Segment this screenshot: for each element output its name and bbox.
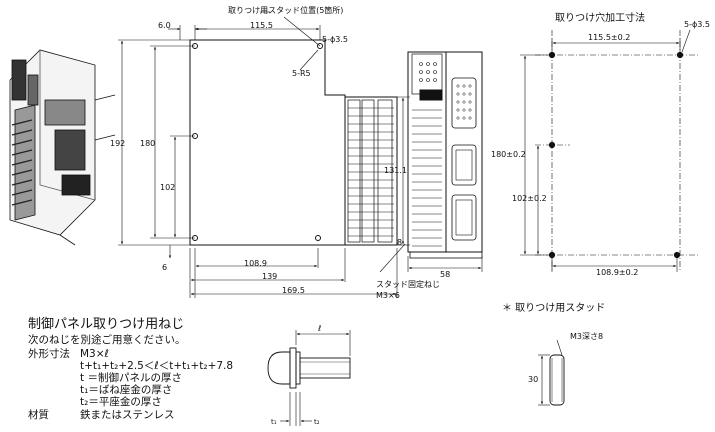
screw-length-label: ℓ xyxy=(318,324,322,333)
stud-title: ＊ 取りつけ用スタッド xyxy=(502,303,606,314)
stud-fix-screw-label: スタッド固定ねじ xyxy=(376,280,440,289)
dim-8: 8 xyxy=(397,238,403,247)
dim-102: 102 xyxy=(160,183,176,192)
notes-title: 制御パネル取りつけ用ねじ xyxy=(28,317,185,332)
product-photo xyxy=(9,49,116,246)
stud-depth-label: M3深さ8 xyxy=(570,332,604,341)
notes-def-t1: t₁＝ばね座金の厚さ xyxy=(80,384,173,396)
side-view xyxy=(407,51,483,259)
dim-115-5: 115.5 xyxy=(250,21,273,30)
dim-139: 139 xyxy=(262,272,278,281)
hole-dim-108-9: 108.9±0.2 xyxy=(596,268,639,277)
dim-169-5: 169.5 xyxy=(282,286,305,295)
notes-def-t2: t₂＝平座金の厚さ xyxy=(80,396,162,408)
hole-pattern xyxy=(520,29,700,272)
screw-t2-label: t₂ xyxy=(314,418,320,426)
dim-108-9: 108.9 xyxy=(244,259,267,268)
hole-pattern-title: 取りつけ穴加工寸法 xyxy=(555,13,646,24)
hole-dim-102: 102±0.2 xyxy=(512,194,547,203)
hole-dim-180: 180±0.2 xyxy=(491,150,526,159)
notes-formula: t+t₁+t₂+2.5＜ℓ＜t+t₁+t₂+7.8 xyxy=(80,360,234,372)
dim-58: 58 xyxy=(440,270,451,279)
notes-line1: 次のねじを別途ご用意ください。 xyxy=(28,334,186,346)
dim-192: 192 xyxy=(110,139,126,148)
notes-size-value: M3×ℓ xyxy=(80,348,109,360)
side-view-dimensions xyxy=(379,243,483,273)
screw-drawing xyxy=(267,330,351,426)
hole-dim-phi35: 5-ϕ3.5 xyxy=(684,20,710,29)
stud-drawing xyxy=(538,339,565,406)
front-view-dimensions xyxy=(118,11,410,298)
notes-material-label: 材質 xyxy=(28,409,49,421)
dim-180: 180 xyxy=(140,139,156,148)
stud-fix-screw-size: M3×6 xyxy=(376,291,400,300)
notes-size-label: 外形寸法 xyxy=(28,348,70,360)
stud-position-label: 取りつけ用スタッド位置(5箇所) xyxy=(228,6,344,15)
dim-6: 6 xyxy=(162,263,168,272)
hole-dim-115-5: 115.5±0.2 xyxy=(588,33,631,42)
stud-length-label: 30 xyxy=(528,375,539,384)
dim-131-1: 131.1 xyxy=(384,166,407,175)
screw-t1-label: t₁ xyxy=(271,418,277,426)
notes-material-value: 鉄またはステンレス xyxy=(80,409,175,421)
dim-6-0: 6.0 xyxy=(158,21,171,30)
dim-phi35: 5-ϕ3.5 xyxy=(322,35,348,44)
dim-r5: 5-R5 xyxy=(292,69,311,78)
notes-def-t: t ＝制御パネルの厚さ xyxy=(80,372,182,384)
